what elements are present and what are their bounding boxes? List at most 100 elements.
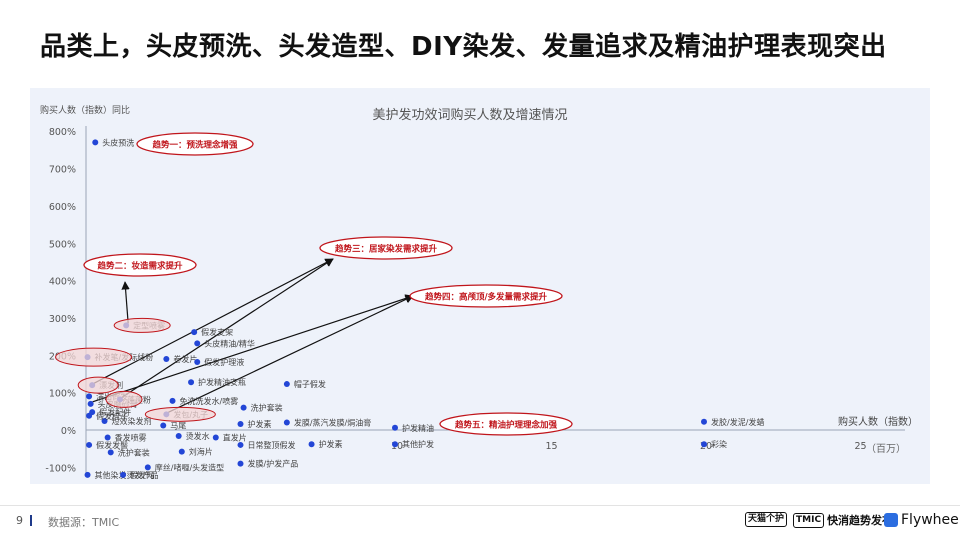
data-point xyxy=(86,412,93,419)
point-label: 卷发片 xyxy=(173,354,197,364)
tmic-logo-text: TMIC xyxy=(793,512,825,528)
data-point xyxy=(120,471,127,478)
point-label: 免洗洗发水/喷雾 xyxy=(180,396,239,406)
data-point xyxy=(308,441,315,448)
x-tick-label: 15 xyxy=(545,441,557,452)
y-tick-label: 0% xyxy=(61,426,76,437)
point-label: 帽子假发 xyxy=(294,379,326,389)
tmall-logo: 天猫个护 xyxy=(745,512,788,527)
point-label: 洗护套装 xyxy=(118,447,150,457)
point-label: 彩染 xyxy=(711,439,727,449)
x-tick-label: 25 xyxy=(854,441,866,452)
y-tick-label: 400% xyxy=(49,277,76,288)
data-point xyxy=(163,356,170,363)
y-tick-label: 100% xyxy=(49,389,76,400)
tmic-tagline: 快消趋势发布 xyxy=(827,514,894,527)
point-label: 假发梳子 xyxy=(96,411,128,421)
point-label: 马尾 xyxy=(170,422,186,431)
trend-label: 趋势三：居家染发需求提升 xyxy=(334,244,438,255)
point-label: 发膜/护发产品 xyxy=(248,459,299,469)
data-point xyxy=(701,441,707,448)
data-point xyxy=(175,432,182,439)
data-point xyxy=(92,139,99,146)
point-label: 护发精油 xyxy=(402,423,434,433)
data-point xyxy=(237,460,244,467)
data-point xyxy=(392,441,398,448)
point-label: 烫发水 xyxy=(186,431,210,441)
x-tick-label: 20 xyxy=(700,441,712,452)
page-number: 9 xyxy=(16,514,23,527)
y-tick-label: 700% xyxy=(49,165,76,176)
data-point xyxy=(107,449,114,456)
x-tick-label: 10 xyxy=(391,441,403,452)
point-label: 刘海片 xyxy=(189,447,213,457)
data-point xyxy=(188,379,195,386)
scatter-chart: 美护发功效词购买人数及增速情况 购买人数（指数）同比 购买人数（指数） （百万）… xyxy=(40,104,918,480)
point-label: 假发支架 xyxy=(201,327,233,337)
data-point xyxy=(84,471,91,478)
point-label: 短效染发剂 xyxy=(112,416,152,426)
point-label: 护发素 xyxy=(319,439,343,449)
tmall-logo-text: 天猫个护 xyxy=(745,512,788,527)
data-point xyxy=(194,359,201,366)
trend-callout xyxy=(136,132,254,156)
y-axis-label: 购买人数（指数）同比 xyxy=(40,104,130,116)
point-label: 发膜/蒸汽发膜/焗油膏 xyxy=(294,418,371,428)
flywheel-logo-text: Flywheel xyxy=(901,512,960,528)
point-label: 假发发髻 xyxy=(96,440,128,450)
y-tick-label: 800% xyxy=(49,127,76,138)
trend-label: 趋势五：精油护理理念加强 xyxy=(454,420,558,431)
chart-title: 美护发功效词购买人数及增速情况 xyxy=(372,107,567,123)
data-point xyxy=(191,329,198,336)
trend-callout xyxy=(409,284,563,308)
trend-arrow xyxy=(168,295,414,413)
highlight-ellipse xyxy=(55,347,133,367)
data-point xyxy=(101,418,108,425)
data-point xyxy=(237,421,244,428)
highlight-ellipse xyxy=(113,317,171,333)
highlight-ellipse xyxy=(105,390,143,408)
source-note: 数据源：TMIC xyxy=(48,516,120,529)
point-label: 头皮精油/精华 xyxy=(204,338,255,348)
y-tick-label: 600% xyxy=(49,202,76,213)
flywheel-icon xyxy=(884,513,898,527)
highlight-ellipse xyxy=(77,376,119,394)
data-point xyxy=(86,393,93,400)
data-point xyxy=(701,418,707,425)
page-title: 品类上，头皮预洗、头发造型、DIY染发、发量追求及精油护理表现突出 xyxy=(40,32,887,62)
y-tick-label: -100% xyxy=(45,463,76,474)
point-label: 护发精油安瓶 xyxy=(198,377,246,387)
trend-arrow xyxy=(92,294,414,403)
point-label: 香发喷雾 xyxy=(115,432,147,442)
tmic-logo: TMIC 快消趋势发布 xyxy=(793,512,893,528)
point-label: 假发网 xyxy=(130,470,154,480)
highlight-ellipse xyxy=(144,406,216,422)
trend-arrow xyxy=(93,258,334,384)
data-point xyxy=(144,464,151,471)
footer-divider xyxy=(0,505,960,506)
page-number-bar xyxy=(30,515,32,526)
y-tick-label: 500% xyxy=(49,239,76,250)
data-point xyxy=(212,434,219,441)
y-tick-label: 300% xyxy=(49,314,76,325)
x-axis-label: 购买人数（指数） xyxy=(838,415,918,428)
data-point xyxy=(178,448,185,455)
data-point xyxy=(87,400,94,407)
point-label: 头皮预洗 xyxy=(102,137,134,147)
point-label: 发胶/发泥/发蜡 xyxy=(711,417,764,427)
point-label: 洗护套装 xyxy=(251,403,283,413)
trend-callout xyxy=(83,253,197,277)
data-point xyxy=(160,422,167,429)
point-label: 日常整顶假发 xyxy=(248,440,296,450)
data-point xyxy=(240,404,247,411)
trend-callout xyxy=(319,236,453,260)
trend-arrow xyxy=(121,281,130,324)
trend-callout xyxy=(439,412,573,436)
data-point xyxy=(392,424,398,431)
point-label: 假发配件 xyxy=(99,407,131,417)
trend-label: 趋势一：预洗理念增强 xyxy=(151,140,238,151)
data-point xyxy=(283,419,290,426)
point-label: 其他染发烫发产品 xyxy=(95,470,159,480)
x-axis-unit: （百万） xyxy=(866,443,906,455)
trend-label: 趋势四：高颅顶/多发量需求提升 xyxy=(424,292,548,303)
